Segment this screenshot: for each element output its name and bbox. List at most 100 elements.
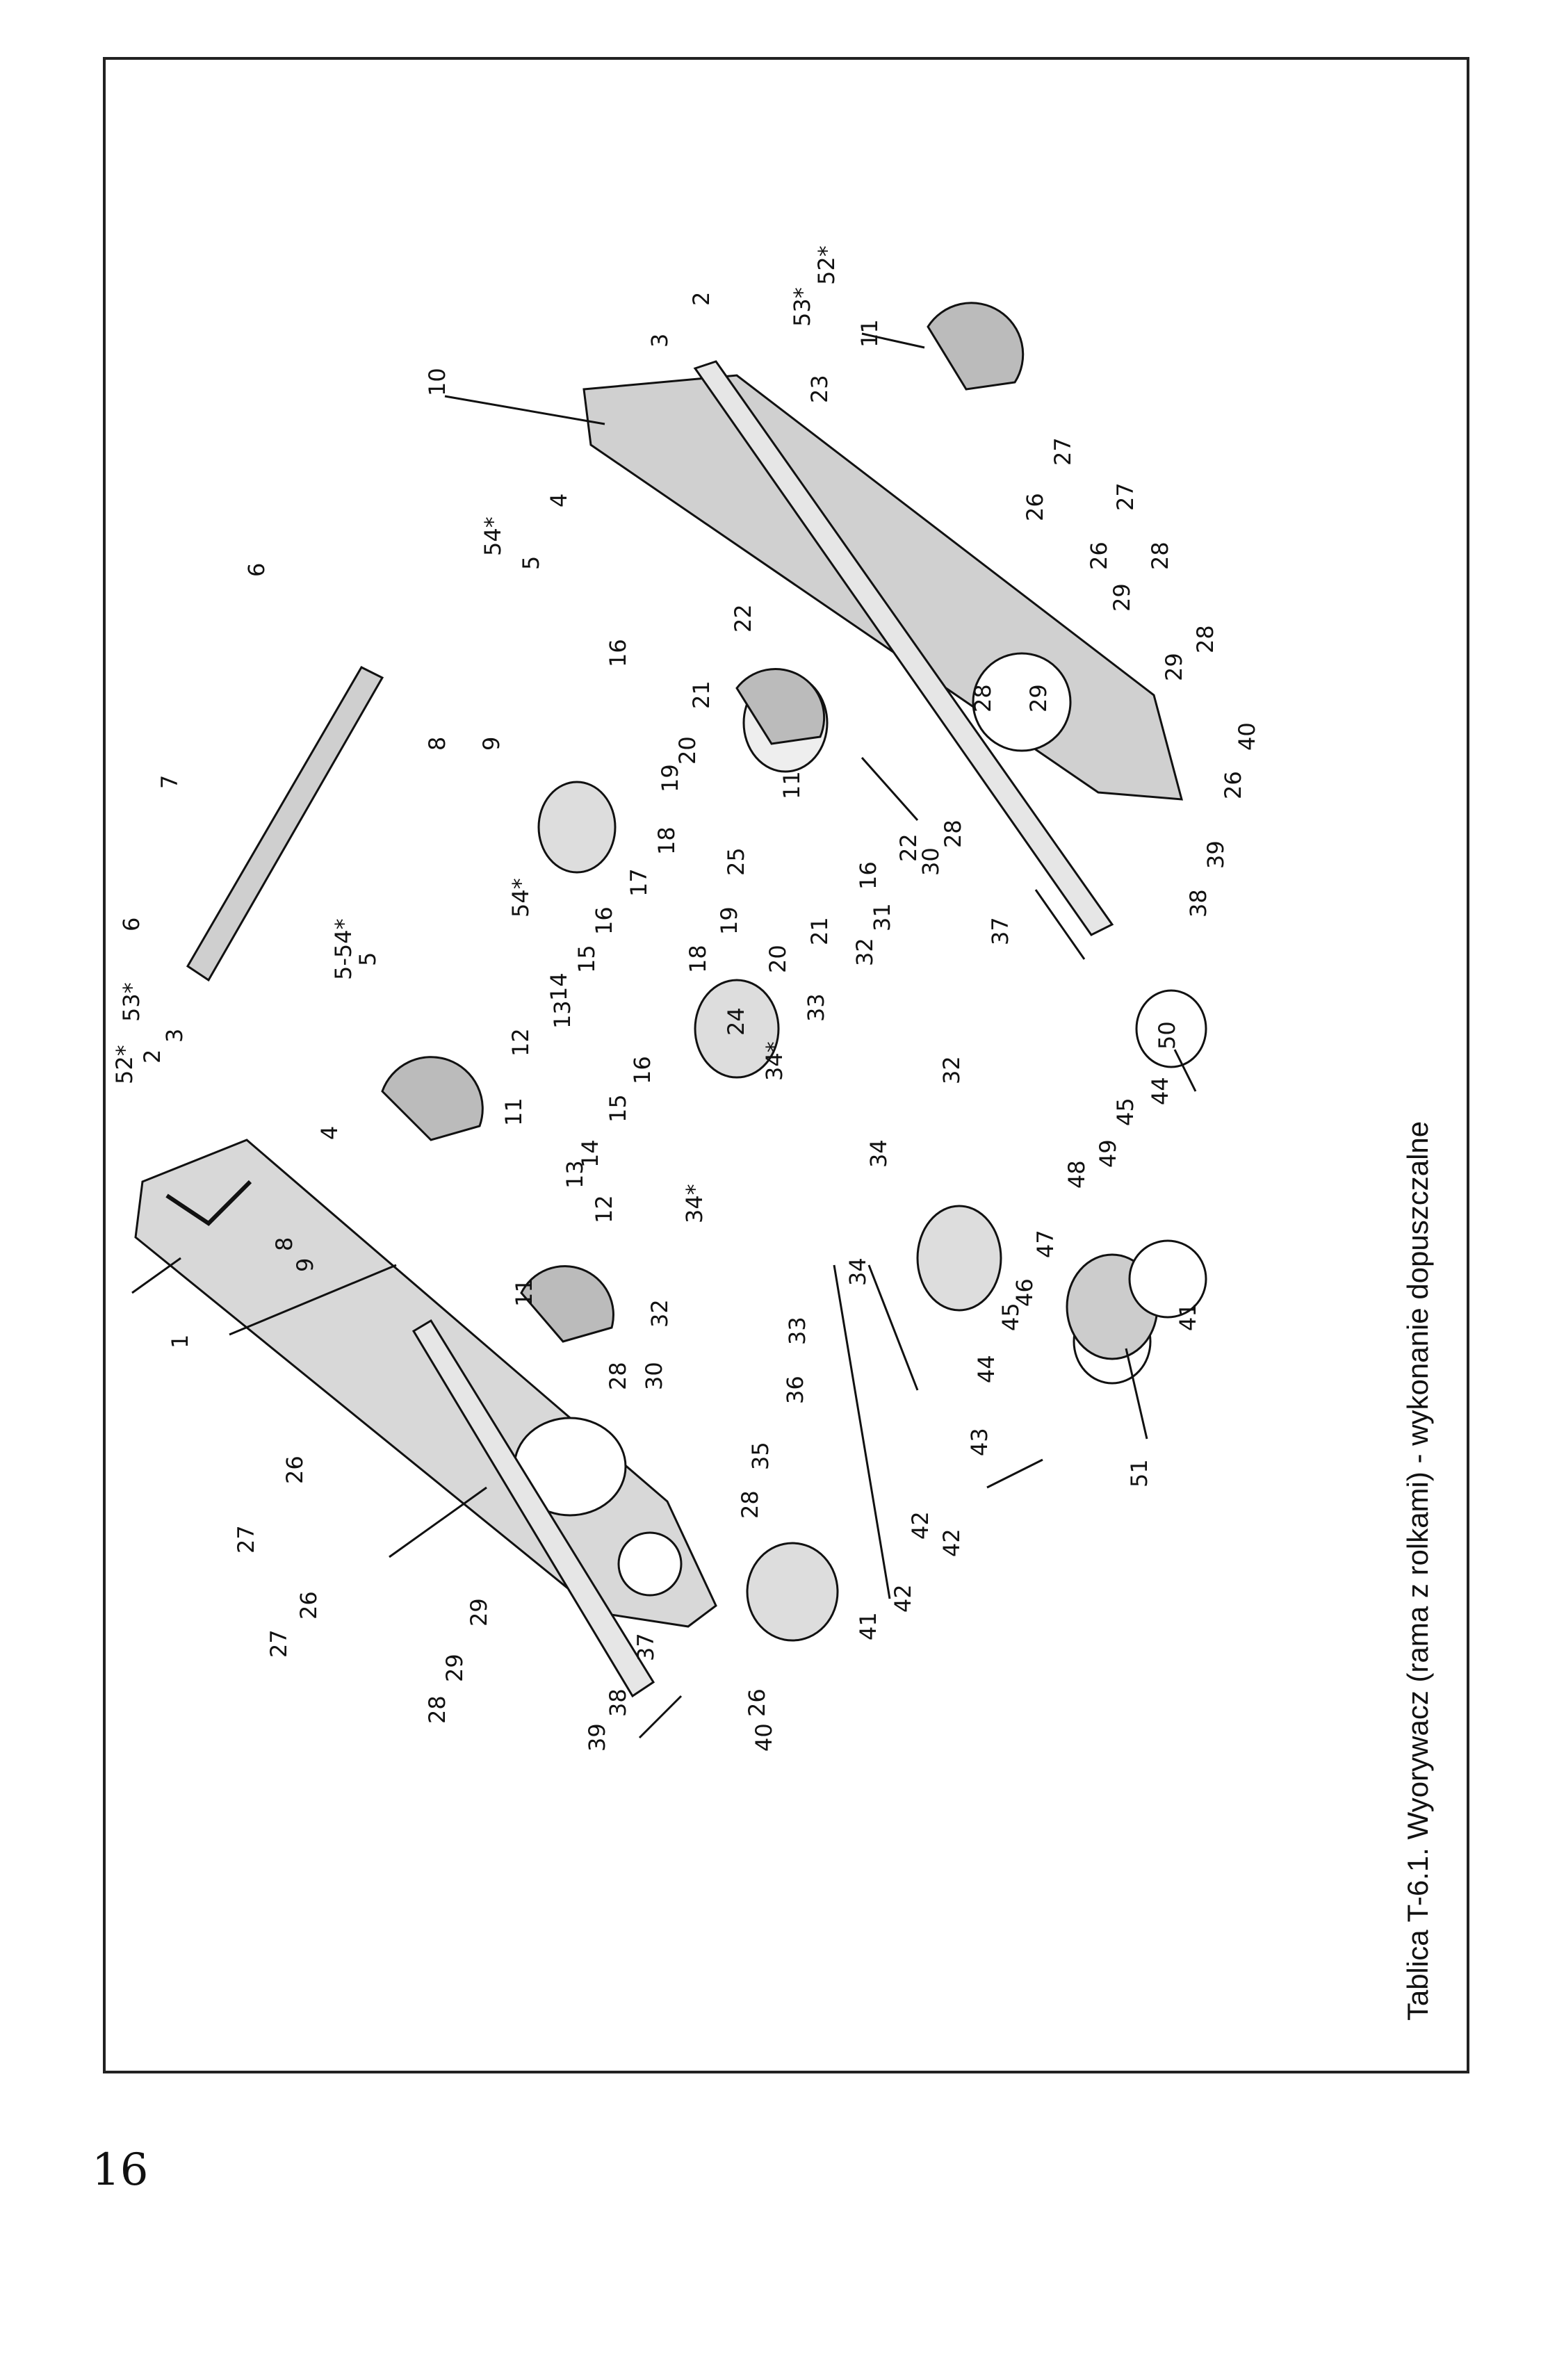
label-part-27: 27 <box>266 1629 292 1658</box>
label-part-38: 38 <box>605 1688 631 1717</box>
label-part-1: 1 <box>167 1335 193 1348</box>
label-part-15: 15 <box>573 945 600 973</box>
label-part-35: 35 <box>747 1442 774 1470</box>
label-part-27: 27 <box>1112 482 1139 511</box>
label-part-18: 18 <box>685 945 711 973</box>
drawing-frame <box>103 57 1469 2073</box>
label-part-14: 14 <box>577 1139 603 1168</box>
label-part-30: 30 <box>641 1362 667 1390</box>
label-part-12: 12 <box>507 1028 534 1057</box>
label-part-32: 32 <box>851 938 878 966</box>
label-part-26: 26 <box>1022 493 1048 521</box>
label-part-24: 24 <box>723 1007 749 1036</box>
label-part-32: 32 <box>646 1299 673 1328</box>
label-part-48: 48 <box>1063 1160 1090 1189</box>
label-part-20: 20 <box>765 945 791 973</box>
label-part-37: 37 <box>987 917 1013 945</box>
label-part-2: 2 <box>688 292 715 306</box>
label-part-16: 16 <box>605 639 631 667</box>
label-part-44: 44 <box>973 1355 1000 1383</box>
label-part-28: 28 <box>940 820 966 848</box>
label-part-21: 21 <box>806 917 833 945</box>
label-part-30: 30 <box>918 847 944 876</box>
label-part-7: 7 <box>156 775 183 789</box>
label-part-3: 3 <box>646 334 673 348</box>
label-part-34-star: 34* <box>681 1184 708 1223</box>
label-part-39: 39 <box>584 1723 610 1752</box>
label-part-28: 28 <box>605 1362 631 1390</box>
label-part-3: 3 <box>161 1029 188 1043</box>
label-part-9: 9 <box>292 1258 318 1272</box>
label-part-37: 37 <box>633 1633 659 1661</box>
label-part-46: 46 <box>1011 1278 1038 1307</box>
label-part-33: 33 <box>803 993 829 1022</box>
label-part-42: 42 <box>938 1529 965 1557</box>
label-part-27: 27 <box>233 1525 259 1554</box>
label-part-5: 5 <box>354 952 381 966</box>
label-part-53-star: 53* <box>789 287 815 327</box>
label-part-22: 22 <box>895 833 922 862</box>
label-part-27: 27 <box>1050 437 1076 466</box>
label-part-16: 16 <box>629 1056 655 1084</box>
label-part-19: 19 <box>716 906 742 935</box>
label-part-41: 41 <box>855 1612 881 1640</box>
label-part-54-star: 54* <box>507 878 534 918</box>
label-part-26: 26 <box>744 1688 770 1717</box>
label-part-11: 11 <box>856 319 883 348</box>
label-part-22: 22 <box>730 604 756 633</box>
label-part-13: 13 <box>562 1160 588 1189</box>
label-part-28: 28 <box>970 684 996 712</box>
label-part-5: 5 <box>518 556 544 570</box>
frame-plate-right <box>582 374 1183 801</box>
label-part-8: 8 <box>424 737 450 751</box>
label-part-26: 26 <box>1086 541 1112 570</box>
label-part-25: 25 <box>723 847 749 876</box>
label-part-17: 17 <box>626 868 652 897</box>
label-part-21: 21 <box>688 680 715 709</box>
label-part-15: 15 <box>605 1094 631 1123</box>
label-part-49: 49 <box>1095 1139 1121 1168</box>
label-part-31: 31 <box>869 903 895 931</box>
label-part-51: 51 <box>1126 1459 1152 1488</box>
label-part-44: 44 <box>1147 1077 1173 1105</box>
label-part-42: 42 <box>890 1584 916 1613</box>
label-part-40: 40 <box>751 1723 777 1752</box>
label-part-8: 8 <box>271 1237 297 1251</box>
frame-rail-right <box>693 360 1114 936</box>
label-part-29: 29 <box>1025 684 1052 712</box>
label-part-47: 47 <box>1032 1230 1059 1258</box>
label-part-28: 28 <box>737 1490 763 1519</box>
label-part-34-star: 34* <box>761 1041 788 1081</box>
label-part-10: 10 <box>424 368 450 396</box>
label-part-13: 13 <box>549 1000 576 1029</box>
label-part-11: 11 <box>511 1278 537 1307</box>
label-part-38: 38 <box>1185 889 1212 918</box>
label-part-36: 36 <box>782 1376 808 1404</box>
label-part-26: 26 <box>1220 771 1246 799</box>
label-part-52-star: 52* <box>813 245 840 285</box>
label-part-52-star: 52* <box>111 1045 138 1084</box>
label-part-28: 28 <box>424 1695 450 1724</box>
label-part-34: 34 <box>845 1257 871 1286</box>
label-part-53-star: 53* <box>118 982 145 1022</box>
label-part-34: 34 <box>865 1139 892 1168</box>
label-part-2: 2 <box>139 1050 165 1063</box>
label-part-4: 4 <box>546 494 572 507</box>
label-part-42: 42 <box>907 1511 934 1540</box>
label-part-32: 32 <box>938 1056 965 1084</box>
label-part-29: 29 <box>1161 653 1187 681</box>
label-part-20: 20 <box>674 736 701 765</box>
label-part-50: 50 <box>1154 1021 1180 1050</box>
label-part-29: 29 <box>466 1598 492 1627</box>
page-number: 16 <box>92 2144 149 2196</box>
label-part-11: 11 <box>778 771 805 799</box>
label-part-33: 33 <box>784 1317 810 1345</box>
label-part-28: 28 <box>1147 541 1173 570</box>
label-part-6: 6 <box>118 918 145 931</box>
label-part-45: 45 <box>997 1303 1024 1331</box>
label-part-12: 12 <box>591 1195 617 1223</box>
label-part-6: 6 <box>243 563 270 577</box>
label-part-26: 26 <box>295 1591 322 1620</box>
